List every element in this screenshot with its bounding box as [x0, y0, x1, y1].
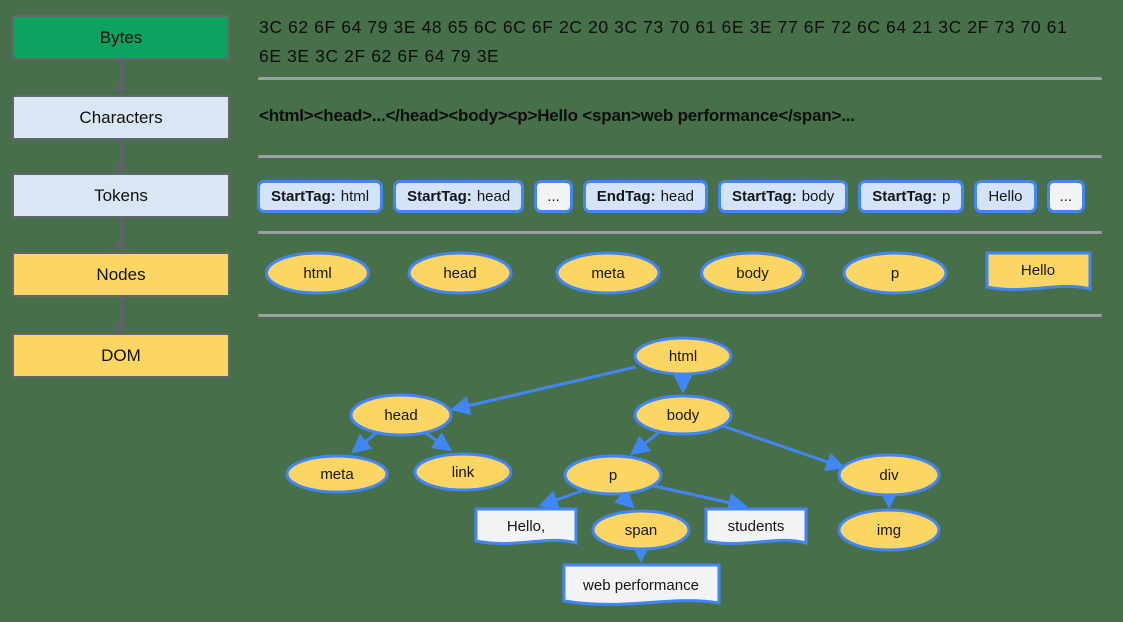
- token-chip-starttag-head: StartTag:head: [393, 180, 525, 213]
- stage-label-bytes: Bytes: [99, 27, 143, 47]
- node-ellipse-html: [265, 251, 370, 295]
- node-ellipse-meta: [555, 251, 661, 295]
- stage-box-dom: DOM: [12, 333, 230, 378]
- bytes-hex-line2: 6E 3E 3C 2F 62 6F 64 79 3E: [259, 46, 500, 66]
- node-label: p: [891, 265, 899, 282]
- tree-text-node-students: [704, 507, 808, 546]
- token-chip-starttag-html: StartTag:html: [257, 180, 384, 213]
- tree-node-label: html: [669, 348, 697, 365]
- stage-box-characters: Characters: [12, 95, 230, 140]
- bytes-hex-line1: 3C 62 6F 64 79 3E 48 65 6C 6C 6F 2C 20 3…: [259, 17, 1068, 37]
- tree-node-label: p: [609, 467, 617, 484]
- token-prefix: StartTag:: [872, 188, 937, 205]
- token-chip-endtag-head: EndTag:head: [582, 180, 708, 213]
- node-label: Hello: [1021, 262, 1055, 279]
- token-chip-ellipsis: ...: [1046, 180, 1086, 213]
- token-value: body: [801, 188, 835, 205]
- tree-node-span: [591, 509, 691, 551]
- tree-node-label: div: [879, 467, 899, 484]
- dom-tree: html head body meta link p div span img …: [285, 336, 941, 606]
- tree-edge-p-students: [649, 483, 748, 513]
- tokens-row: StartTag:html StartTag:head ... EndTag:h…: [257, 180, 1086, 213]
- down-arrow-icon: [114, 164, 128, 173]
- tree-node-label: body: [667, 407, 700, 424]
- tree-node-label: span: [625, 522, 658, 539]
- stage-label-tokens: Tokens: [94, 185, 148, 205]
- node-label: body: [736, 265, 769, 282]
- tree-node-img: [837, 508, 941, 552]
- stage-label-dom: DOM: [101, 345, 141, 365]
- tree-node-head: [349, 393, 453, 437]
- node-label: html: [303, 265, 331, 282]
- stage-label-characters: Characters: [79, 107, 163, 127]
- characters-text: <html><head>...</head><body><p>Hello <sp…: [259, 106, 855, 125]
- tree-node-html: [633, 336, 733, 376]
- tree-text-node-webperf: [562, 563, 721, 606]
- token-value: Hello: [988, 188, 1023, 205]
- token-value: ...: [1059, 188, 1073, 205]
- down-arrow-icon: [114, 243, 128, 252]
- row-divider: [258, 155, 1102, 158]
- token-value: p: [941, 188, 951, 205]
- tree-node-label: link: [452, 464, 475, 481]
- down-arrow-icon: [114, 86, 128, 95]
- tree-node-label: web performance: [582, 577, 699, 594]
- nodes-row: html head meta body p Hello: [265, 251, 1092, 295]
- stage-box-nodes: Nodes: [12, 252, 230, 297]
- row-divider: [258, 314, 1102, 317]
- tree-node-label: Hello,: [507, 518, 545, 535]
- node-label: meta: [591, 265, 625, 282]
- node-ellipse-head: [407, 251, 513, 295]
- node-label: head: [443, 265, 476, 282]
- tree-edge-html-head: [450, 365, 637, 415]
- stage-label-nodes: Nodes: [96, 264, 146, 284]
- tree-node-label: meta: [320, 466, 354, 483]
- flow-arrow-line: [120, 297, 123, 324]
- tree-node-body: [633, 394, 733, 436]
- tree-node-label: students: [728, 518, 785, 535]
- token-prefix: StartTag:: [271, 188, 336, 205]
- tree-edge-p-hello: [538, 487, 588, 509]
- token-value: head: [660, 188, 694, 205]
- tree-edge-body-p: [629, 428, 663, 456]
- text-node-flag-hello: [985, 251, 1092, 292]
- row-divider: [258, 77, 1102, 80]
- node-ellipse-p: [842, 251, 948, 295]
- row-divider: [258, 231, 1102, 234]
- token-chip-starttag-p: StartTag:p: [858, 180, 965, 213]
- token-value: ...: [547, 188, 560, 205]
- down-arrow-icon: [114, 324, 128, 333]
- token-prefix: StartTag:: [731, 188, 797, 205]
- tree-node-label: img: [877, 522, 901, 539]
- tree-node-div: [837, 453, 941, 497]
- token-chip-ellipsis: ...: [534, 180, 573, 213]
- bytes-hex-text: 3C 62 6F 64 79 3E 48 65 6C 6C 6F 2C 20 3…: [259, 13, 1115, 71]
- flow-arrow-line: [120, 60, 123, 86]
- stage-box-tokens: Tokens: [12, 173, 230, 218]
- tree-node-p: [563, 454, 663, 496]
- token-value: html: [340, 188, 370, 205]
- token-value: head: [476, 188, 511, 205]
- tree-node-meta: [285, 454, 389, 494]
- tree-node-link: [413, 452, 513, 492]
- node-ellipse-body: [700, 251, 805, 295]
- token-chip-starttag-body: StartTag:body: [717, 180, 849, 213]
- flow-arrow-line: [120, 140, 123, 164]
- tree-node-label: head: [384, 407, 417, 424]
- token-prefix: EndTag:: [596, 188, 656, 205]
- tree-text-node-hello: [474, 507, 578, 546]
- token-chip-hello: Hello: [974, 180, 1037, 213]
- stage-box-bytes: Bytes: [12, 15, 230, 60]
- flow-arrow-line: [120, 218, 123, 243]
- tree-edge-body-div: [719, 423, 846, 472]
- token-prefix: StartTag:: [407, 188, 472, 205]
